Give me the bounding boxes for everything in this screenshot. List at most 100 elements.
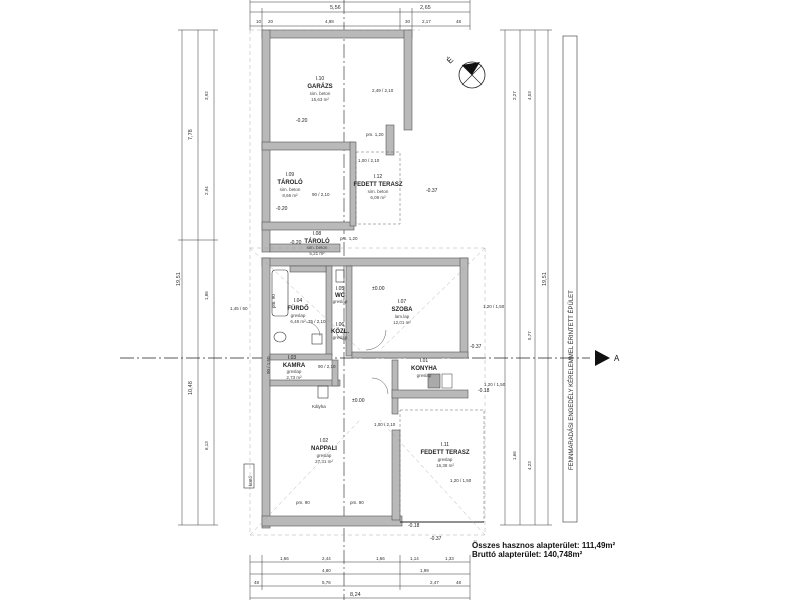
chimney-label: kürtő	[248, 475, 253, 486]
room-name-wc: WC	[335, 293, 346, 299]
room-floor-terrace-upper: sim. beton	[368, 189, 389, 194]
room-floor-corridor: greslap	[333, 335, 348, 340]
room-name-bath: FÜRDŐ	[287, 305, 309, 312]
right-dimensions	[500, 29, 552, 526]
dim-left-seg-c: 1,86	[204, 291, 209, 300]
room-code-corridor: I.06	[336, 322, 345, 328]
dim-right-seg-e: 1,66	[512, 451, 517, 460]
dim-right-total: 19,51	[542, 272, 548, 286]
dim-top-5: 2,17	[422, 19, 431, 24]
bathtub-icon	[271, 269, 289, 317]
room-name-pantry: KAMRA	[283, 363, 306, 369]
opening-terrace-window: 1,20 / 1,50	[450, 478, 472, 483]
dim-top-4: 30	[405, 19, 411, 24]
dim-bottom-8: 48	[254, 580, 260, 585]
level-terrace-corner: -0.18	[408, 523, 420, 529]
dim-right-seg-c: 4,23	[527, 461, 532, 470]
dim-top-1: 10	[256, 19, 262, 24]
room-area-bath: 6,48 m²	[290, 319, 306, 324]
room-floor-garage: sim. beton	[310, 91, 331, 96]
opening-bath-door: 75 / 2,10	[308, 319, 326, 324]
opening-bath-window: pm. 90	[271, 294, 276, 308]
room-name-kitchen: KONYHA	[411, 366, 438, 372]
room-code-kitchen: I.01	[420, 358, 429, 364]
dim-bottom-overall: 8,24	[350, 592, 361, 598]
walls	[261, 29, 469, 529]
room-code-wc: I.05	[336, 286, 345, 292]
useful-area-summary: Összes hasznos alapterület: 111,49m²	[472, 541, 616, 550]
room-code-terrace-upper: I.12	[374, 174, 383, 180]
dim-left-seg-a: 3,92	[204, 91, 209, 100]
roof-lines	[249, 29, 486, 536]
room-name-corridor: KÖZL.	[331, 328, 349, 335]
dim-bottom-3: 1,66	[376, 556, 385, 561]
side-label-box	[562, 35, 578, 523]
room-code-bedroom: I.07	[398, 299, 407, 305]
dim-bottom-7: 1,99	[420, 568, 429, 573]
chimney-icon	[243, 463, 255, 489]
dim-right-section: 2,65	[420, 5, 431, 11]
room-area-living: 27,31 m²	[315, 459, 333, 464]
dim-left-lower: 10,48	[188, 381, 194, 395]
room-area-storage1: 8,66 m²	[282, 193, 298, 198]
dim-left-upper: 7,78	[188, 129, 194, 140]
room-code-storage1: I.09	[286, 172, 295, 178]
section-arrow-icon	[595, 350, 610, 366]
upper-terrace-outline	[355, 151, 401, 225]
dim-right-seg-d: 2,27	[512, 91, 517, 100]
room-name-living: NAPPALI	[311, 446, 337, 452]
room-code-bath: I.04	[294, 298, 303, 304]
room-area-terrace-upper: 6,09 m²	[370, 195, 386, 200]
dim-right-seg-a: 4,53	[527, 91, 532, 100]
room-floor-wc: greslap	[333, 299, 348, 304]
section-tag: A	[614, 354, 620, 363]
dim-bottom-2: 2,44	[322, 556, 331, 561]
bottom-dimensions	[249, 555, 471, 600]
opening-bath-window-ext: 1,45 / 60	[230, 306, 248, 311]
north-arrow-icon	[458, 61, 486, 89]
opening-living-window2: pm. 90	[350, 500, 364, 505]
room-code-storage2: I.08	[313, 231, 322, 237]
side-label: FENNMARADÁSI ENGEDÉLY KÉRELEMMEL ÉRINTET…	[568, 290, 575, 470]
gross-area-summary: Bruttó alapterület: 140,748m²	[472, 550, 583, 559]
north-label: É	[445, 55, 455, 65]
room-area-bedroom: 12,01 m²	[393, 320, 411, 325]
level-living: ±0.00	[352, 398, 365, 404]
stove-icon	[317, 385, 329, 399]
room-code-pantry: I.03	[288, 355, 297, 361]
level-garage: -0.20	[296, 118, 308, 124]
opening-garage-door: 2,49 / 2,10	[372, 88, 394, 93]
dim-top-6: 48	[456, 19, 462, 24]
dim-left-seg-b: 2,94	[204, 186, 209, 195]
dim-left-seg-d: 6,13	[204, 441, 209, 450]
level-storage2: -0.20	[290, 240, 302, 246]
top-dimensions: 5,56 2,65 10 20 4,98 30 2,17 48	[249, 0, 471, 30]
sink-icon	[273, 331, 287, 343]
dim-bottom-1: 1,66	[280, 556, 289, 561]
stove-label: Kályha	[312, 404, 326, 409]
opening-pantry-window: 90 / 1,50	[266, 356, 271, 374]
room-name-terrace-lower: FEDETT TERASZ	[421, 450, 470, 456]
dim-bottom-5: 1,33	[445, 556, 454, 561]
shower-icon	[311, 333, 323, 345]
dim-right-seg-b: 5,77	[527, 331, 532, 340]
level-terrace-upper: -0.37	[426, 188, 438, 194]
room-name-storage1: TÁROLÓ	[277, 178, 303, 186]
room-area-terrace-lower: 16,38 m²	[436, 463, 454, 468]
level-right-kitchen: -0.18	[478, 388, 490, 394]
room-area-pantry: 2,73 m²	[286, 375, 302, 380]
dim-bottom-10: 2,47	[430, 580, 439, 585]
level-right-mid: -0.37	[470, 344, 482, 350]
dim-top-3: 4,98	[325, 19, 334, 24]
opening-storage-door: 1,00 / 2,10	[358, 158, 380, 163]
room-floor-pantry: greslap	[287, 369, 302, 374]
room-floor-living: greslap	[317, 453, 332, 458]
opening-storage-window: pm. 1,20	[340, 236, 358, 241]
room-floor-bedroom: lam.lap	[395, 314, 410, 319]
dim-top-2: 20	[268, 19, 274, 24]
room-floor-terrace-lower: greslap	[438, 457, 453, 462]
room-name-terrace-upper: FEDETT TERASZ	[354, 182, 403, 188]
room-name-storage2: TÁROLÓ	[304, 237, 330, 245]
level-storage1: -0.20	[276, 206, 288, 212]
